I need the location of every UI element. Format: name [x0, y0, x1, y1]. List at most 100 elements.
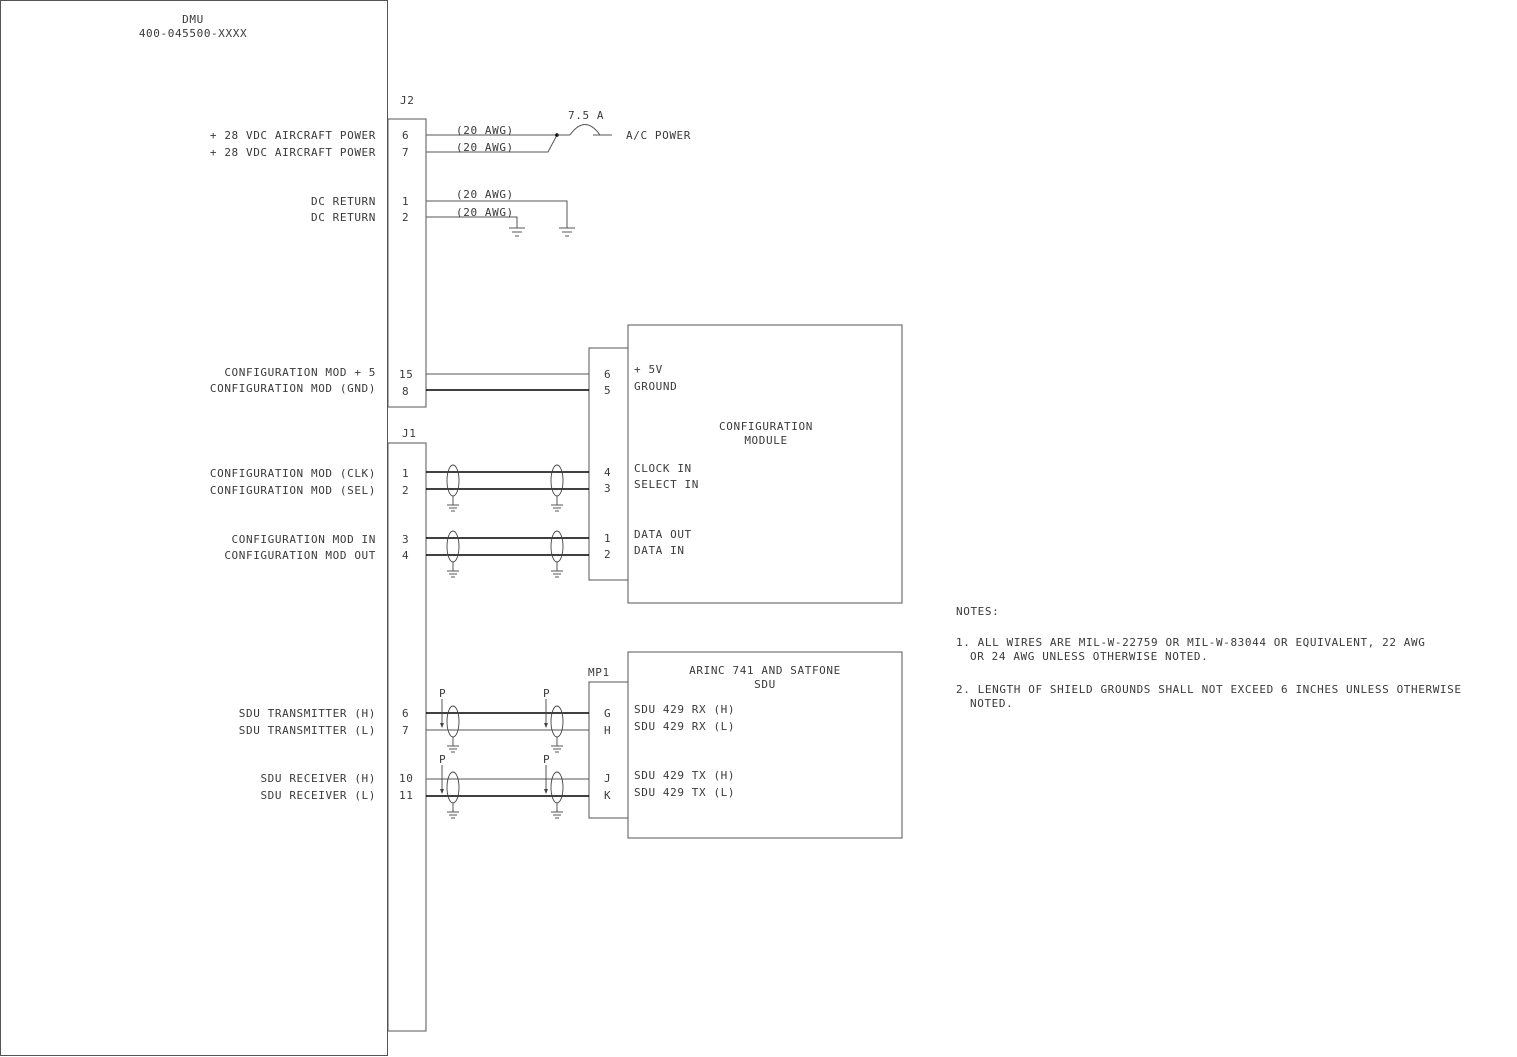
j1-signal: SDU TRANSMITTER (L) — [239, 724, 376, 737]
sdu-subtitle: SDU — [754, 678, 776, 691]
sdu-signal: SDU 429 TX (H) — [634, 769, 735, 782]
cm-pin: 6 — [604, 368, 611, 381]
wire-gauge-label: (20 AWG) — [456, 188, 514, 201]
note-line: OR 24 AWG UNLESS OTHERWISE NOTED. — [970, 650, 1208, 663]
shield-p-label: P — [439, 687, 446, 700]
j1-signal: CONFIGURATION MOD (SEL) — [210, 484, 376, 497]
sdu-pin: J — [604, 772, 611, 785]
sdu-pins: G H J K SDU 429 RX (H) SDU 429 RX (L) SD… — [604, 703, 735, 802]
cm-pin: 5 — [604, 384, 611, 397]
cm-signal: CLOCK IN — [634, 462, 692, 475]
j1-pin: 2 — [402, 484, 409, 497]
shield-p-label: P — [543, 687, 550, 700]
sdu-pin: H — [604, 724, 611, 737]
j2-signal-labels: + 28 VDC AIRCRAFT POWER + 28 VDC AIRCRAF… — [210, 129, 376, 395]
cm-signal: + 5V — [634, 363, 663, 376]
fuse-rating: 7.5 A — [568, 109, 604, 122]
j1-pin: 3 — [402, 533, 409, 546]
sdu-pin: G — [604, 707, 611, 720]
j2-signal: + 28 VDC AIRCRAFT POWER — [210, 146, 376, 159]
j2-pin: 7 — [402, 146, 409, 159]
j2-signal: DC RETURN — [311, 195, 376, 208]
shielded-pair-icon: P — [543, 753, 564, 819]
cm-pin: 1 — [604, 532, 611, 545]
j2-signal: CONFIGURATION MOD (GND) — [210, 382, 376, 395]
shielded-pair-icon: P — [543, 687, 564, 753]
j1-connector — [387, 442, 427, 1032]
note-line: 2. LENGTH OF SHIELD GROUNDS SHALL NOT EX… — [956, 683, 1462, 696]
wire-gauge-label: (20 AWG) — [456, 141, 514, 154]
sdu-signal: SDU 429 TX (L) — [634, 786, 735, 799]
return-wiring: (20 AWG) (20 AWG) — [426, 188, 575, 237]
cm-pin: 2 — [604, 548, 611, 561]
cm-signal: GROUND — [634, 380, 677, 393]
shielded-pair-icon — [446, 530, 460, 578]
configuration-module-title: CONFIGURATION — [719, 420, 813, 433]
j2-signal: CONFIGURATION MOD + 5 — [224, 366, 376, 379]
j1-signal: CONFIGURATION MOD IN — [232, 533, 376, 546]
ground-symbol — [559, 227, 575, 237]
shield-p-label: P — [439, 753, 446, 766]
shielded-pair-icon: P — [439, 687, 460, 753]
j1-signal: CONFIGURATION MOD OUT — [224, 549, 376, 562]
shield-p-label: P — [543, 753, 550, 766]
return-wire — [426, 200, 568, 228]
j1-pin-numbers: 1 2 3 4 6 7 10 11 — [399, 467, 413, 802]
j2-connector — [387, 118, 427, 408]
j2-pin: 1 — [402, 195, 409, 208]
j1-label: J1 — [402, 427, 416, 440]
sdu-signal: SDU 429 RX (H) — [634, 703, 735, 716]
sdu-pin: K — [604, 789, 611, 802]
j2-pin: 2 — [402, 211, 409, 224]
j1-signal: SDU TRANSMITTER (H) — [239, 707, 376, 720]
j1-signal-labels: CONFIGURATION MOD (CLK) CONFIGURATION MO… — [210, 467, 376, 802]
wire-gauge-label: (20 AWG) — [456, 206, 514, 219]
ground-symbol — [509, 227, 525, 237]
sdu-title: ARINC 741 AND SATFONE — [689, 664, 841, 677]
j2-pin-numbers: 6 7 1 2 15 8 — [399, 129, 413, 398]
sdu-signal: SDU 429 RX (L) — [634, 720, 735, 733]
j1-pin: 11 — [399, 789, 413, 802]
j2-signal: + 28 VDC AIRCRAFT POWER — [210, 129, 376, 142]
notes-heading: NOTES: — [956, 605, 999, 618]
power-destination: A/C POWER — [626, 129, 691, 142]
j1-pin: 4 — [402, 549, 409, 562]
j1-pin: 7 — [402, 724, 409, 737]
j1-signal: CONFIGURATION MOD (CLK) — [210, 467, 376, 480]
j2-pin: 8 — [402, 385, 409, 398]
j2-label: J2 — [400, 94, 414, 107]
j2-signal: DC RETURN — [311, 211, 376, 224]
cm-signal: SELECT IN — [634, 478, 699, 491]
cm-pin: 4 — [604, 466, 611, 479]
cm-signal: DATA OUT — [634, 528, 692, 541]
dmu-part-number: 400-045500-XXXX — [139, 27, 247, 40]
configuration-module-subtitle: MODULE — [744, 434, 787, 447]
j1-pin: 1 — [402, 467, 409, 480]
configuration-module-connector — [588, 347, 629, 581]
fuse-symbol — [569, 124, 601, 136]
note-line: NOTED. — [970, 697, 1013, 710]
j1-pin: 6 — [402, 707, 409, 720]
power-wiring: (20 AWG) (20 AWG) 7.5 A A/C POWER — [426, 109, 691, 154]
shielded-pair-icon — [550, 464, 564, 512]
note-line: 1. ALL WIRES ARE MIL-W-22759 OR MIL-W-83… — [956, 636, 1425, 649]
j1-pin: 10 — [399, 772, 413, 785]
notes-block: NOTES: 1. ALL WIRES ARE MIL-W-22759 OR M… — [956, 605, 1462, 710]
cm-pin: 3 — [604, 482, 611, 495]
j1-signal: SDU RECEIVER (H) — [260, 772, 376, 785]
j1-signal: SDU RECEIVER (L) — [260, 789, 376, 802]
sdu-connector-label: MP1 — [588, 666, 610, 679]
shielded-pair-icon: P — [439, 753, 460, 819]
shielded-pair-icon — [446, 464, 460, 512]
return-wire — [426, 216, 518, 228]
wire-gauge-label: (20 AWG) — [456, 124, 514, 137]
sdu-connector — [588, 681, 629, 819]
power-wire — [426, 134, 558, 153]
configuration-module-pins: 6 5 4 3 1 2 + 5V GROUND CLOCK IN SELECT … — [604, 363, 699, 561]
shielded-pair-icon — [550, 530, 564, 578]
shield-symbols: P P P P — [439, 464, 564, 819]
cm-signal: DATA IN — [634, 544, 685, 557]
dmu-title: DMU — [182, 13, 204, 26]
j2-pin: 15 — [399, 368, 413, 381]
